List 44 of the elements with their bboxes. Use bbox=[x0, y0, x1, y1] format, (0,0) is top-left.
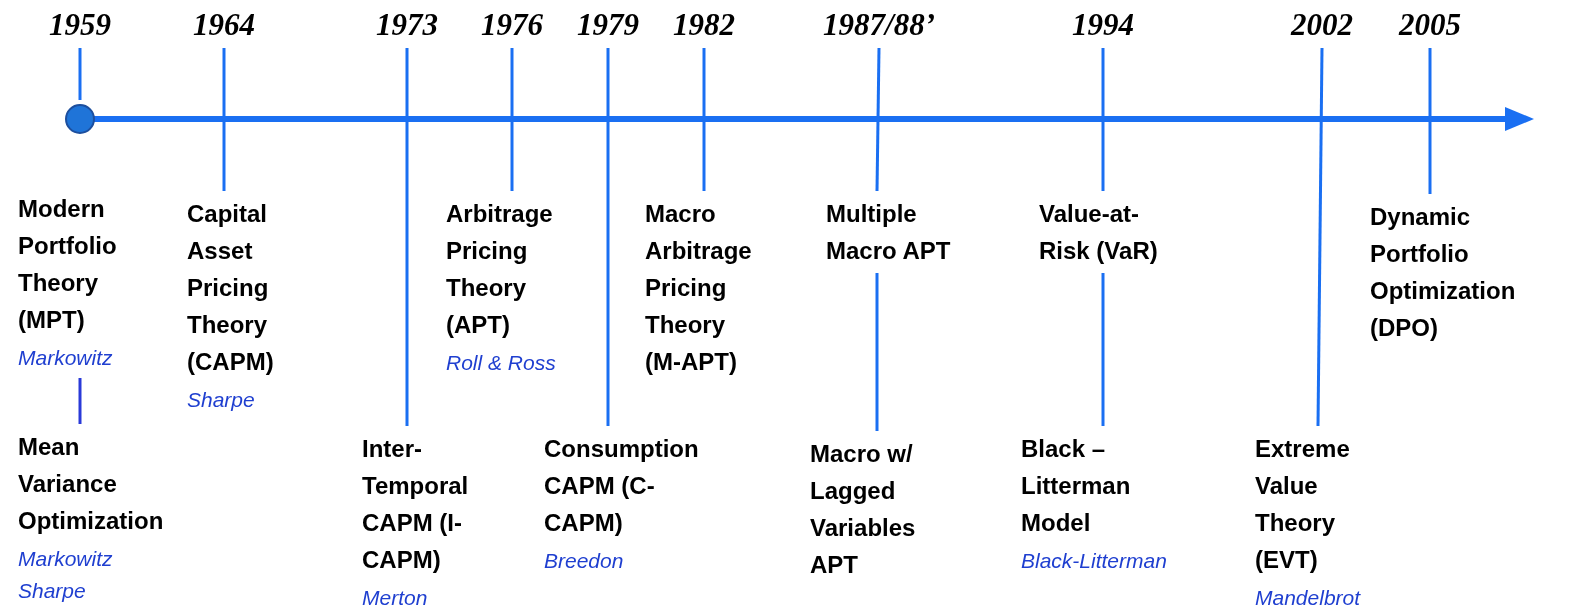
event-title: Extreme Value Theory (EVT) bbox=[1255, 434, 1351, 575]
year-label: 1982 bbox=[673, 6, 735, 44]
connector-line bbox=[1101, 273, 1105, 426]
event-title: Capital Asset Pricing Theory (CAPM) bbox=[187, 199, 275, 377]
year-label: 1976 bbox=[481, 6, 543, 44]
connector-line bbox=[1428, 48, 1432, 194]
event-title: Consumption CAPM (C-CAPM) bbox=[544, 434, 700, 538]
year-label: 2002 bbox=[1291, 6, 1353, 44]
event-title: Modern Portfolio Theory (MPT) bbox=[18, 194, 118, 335]
author-name: Markowitz bbox=[18, 345, 114, 371]
author-name: Mandelbrot bbox=[1255, 585, 1362, 611]
author-name: Roll & Ross bbox=[446, 350, 557, 376]
event-title: Value-at-Risk (VaR) bbox=[1039, 199, 1159, 266]
year-label: 1987/88’ bbox=[823, 6, 935, 44]
connector-line bbox=[78, 48, 82, 100]
event-title: Dynamic Portfolio Optimization (DPO) bbox=[1370, 202, 1517, 343]
author-name: Breedon bbox=[544, 548, 625, 574]
connector-line bbox=[1101, 48, 1105, 191]
event-title: Arbitrage Pricing Theory (APT) bbox=[446, 199, 554, 340]
year-label: 1973 bbox=[376, 6, 438, 44]
connector-line bbox=[222, 48, 226, 191]
year-label: 1964 bbox=[193, 6, 255, 44]
connector-line bbox=[78, 378, 82, 424]
event-title: Mean Variance Optimization bbox=[18, 432, 165, 536]
event-title: Inter-Temporal CAPM (I-CAPM) bbox=[362, 434, 470, 575]
connector-line bbox=[875, 47, 881, 192]
connector-line bbox=[702, 48, 706, 191]
event-title: Multiple Macro APT bbox=[826, 199, 952, 266]
connector-line bbox=[1316, 48, 1324, 426]
year-label: 2005 bbox=[1399, 6, 1461, 44]
connector-line bbox=[405, 48, 409, 426]
author-name: Sharpe bbox=[187, 387, 256, 413]
connector-line bbox=[606, 48, 610, 426]
event-title: Macro w/ Lagged Variables APT bbox=[810, 439, 917, 580]
author-name: Black-Litterman bbox=[1021, 548, 1168, 574]
connector-line bbox=[875, 273, 879, 431]
year-label: 1979 bbox=[577, 6, 639, 44]
event-title: Black – Litterman Model bbox=[1021, 434, 1132, 538]
connector-line bbox=[510, 48, 514, 191]
author-name: Markowitz Sharpe bbox=[18, 546, 114, 604]
event-title: Macro Arbitrage Pricing Theory (M-APT) bbox=[645, 199, 753, 377]
year-label: 1994 bbox=[1072, 6, 1134, 44]
author-name: Merton bbox=[362, 585, 429, 611]
year-label: 1959 bbox=[49, 6, 111, 44]
